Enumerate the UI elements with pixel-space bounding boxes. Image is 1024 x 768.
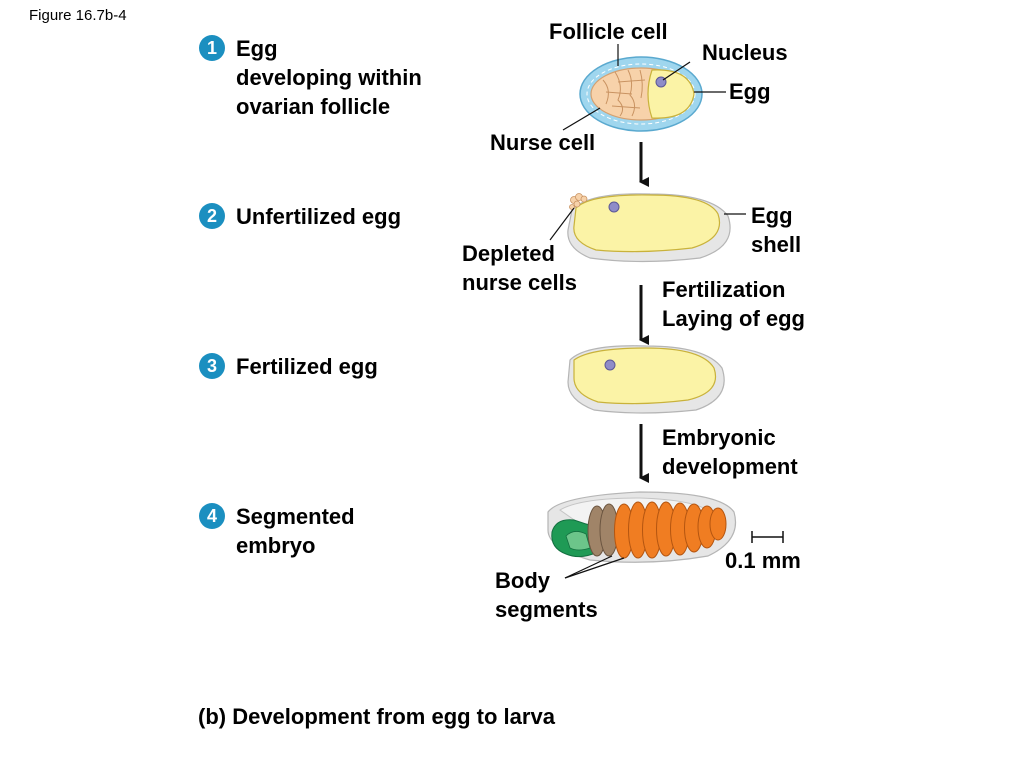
label-embryonic-development: Embryonic development <box>662 425 798 479</box>
fertilized-egg-diagram <box>567 345 725 414</box>
stage-badge-2: 2 <box>199 203 225 229</box>
figure-number: Figure 16.7b-4 <box>29 7 127 24</box>
stage-2-description: Unfertilized egg <box>236 204 402 229</box>
label-scale-bar: 0.1 mm <box>725 548 801 573</box>
label-egg-shell: Egg shell <box>751 203 802 257</box>
unfertilized-egg-diagram <box>567 193 731 263</box>
scale-bar <box>751 531 784 543</box>
figure-caption: (b) Development from egg to larva <box>198 704 555 729</box>
stage-badge-4: 4 <box>199 503 225 529</box>
label-body-segments: Body segments <box>495 568 598 622</box>
label-egg: Egg <box>729 79 771 104</box>
stage-1-description: Egg developing within ovarian follicle <box>236 36 422 119</box>
segmented-embryo-diagram <box>547 491 736 563</box>
follicle-diagram <box>579 56 703 132</box>
label-follicle-cell: Follicle cell <box>549 19 668 44</box>
label-nurse-cell: Nurse cell <box>490 130 596 155</box>
label-nucleus: Nucleus <box>702 40 788 65</box>
stage-badge-3: 3 <box>199 353 225 379</box>
stage-4-description: Segmented embryo <box>236 504 355 558</box>
thoracic-segments <box>587 503 619 557</box>
nucleus-icon <box>604 359 616 371</box>
body-segments <box>614 501 727 559</box>
label-depleted-nurse-cells: Depleted nurse cells <box>462 241 577 295</box>
depleted-nurse-cells-icon <box>569 193 588 210</box>
nucleus-icon <box>608 201 620 213</box>
stage-3-description: Fertilized egg <box>236 354 378 379</box>
label-fertilization: Fertilization Laying of egg <box>662 277 805 331</box>
yolk <box>573 347 716 405</box>
yolk <box>573 194 720 253</box>
stage-badge-1: 1 <box>199 35 225 61</box>
